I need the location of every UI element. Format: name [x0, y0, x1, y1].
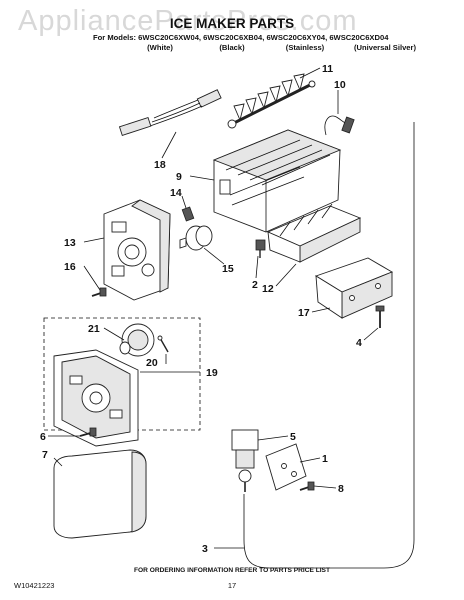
callout-13: 13	[64, 237, 76, 249]
callout-8: 8	[338, 483, 344, 495]
variant-white: (White)	[147, 43, 173, 52]
callout-2: 2	[252, 279, 258, 291]
part-mold-heater	[212, 129, 342, 233]
part-screw-6	[79, 427, 97, 437]
callout-6: 6	[40, 431, 46, 443]
leader-lines	[48, 67, 379, 549]
callout-11: 11	[322, 63, 333, 75]
ordering-note: FOR ORDERING INFORMATION REFER TO PARTS …	[134, 567, 330, 574]
callout-12: 12	[262, 283, 274, 295]
part-cover	[53, 449, 147, 539]
variant-universal-silver: (Universal Silver)	[354, 43, 417, 52]
page-title: ICE MAKER PARTS	[170, 16, 294, 31]
part-motor	[119, 323, 155, 357]
part-control-housing	[103, 199, 171, 301]
part-shutoff-arm	[324, 115, 355, 136]
part-wire-harness	[118, 89, 222, 136]
callout-7: 7	[42, 449, 48, 461]
part-thermostat	[255, 239, 266, 258]
part-ejector	[227, 73, 316, 129]
kit-box	[43, 317, 201, 431]
part-mounting-bracket	[314, 257, 394, 319]
callout-17: 17	[298, 307, 310, 319]
callout-21: 21	[88, 323, 100, 335]
callout-15: 15	[222, 263, 234, 275]
callout-9: 9	[176, 171, 182, 183]
part-ice-stripper	[266, 203, 362, 263]
callout-19: 19	[206, 367, 218, 379]
callout-20: 20	[146, 357, 158, 369]
part-screw-16	[91, 287, 107, 297]
callout-5: 5	[290, 431, 296, 443]
callout-16: 16	[64, 261, 76, 273]
watermark: AppliancePartsPros.com	[18, 5, 358, 37]
callout-10: 10	[334, 79, 346, 91]
part-water-line	[243, 122, 415, 569]
callout-18: 18	[154, 159, 166, 171]
callout-1: 1	[322, 453, 328, 465]
part-coupler	[179, 225, 213, 251]
part-screw-4	[375, 305, 385, 328]
part-valve-bracket	[265, 443, 307, 491]
part-switch-14	[181, 206, 195, 222]
models-line: For Models: 6WSC20C6XW04, 6WSC20C6XB04, …	[93, 33, 389, 42]
callout-14: 14	[170, 187, 182, 199]
callout-3: 3	[202, 543, 208, 555]
part-screw-8	[299, 481, 315, 491]
part-pin-20	[157, 335, 169, 353]
callout-4: 4	[356, 337, 362, 349]
variant-stainless: (Stainless)	[286, 43, 325, 52]
page-number: 17	[228, 581, 236, 590]
part-control-board	[53, 349, 139, 447]
variant-black: (Black)	[219, 43, 245, 52]
doc-number: W10421223	[14, 581, 54, 590]
part-water-valve	[231, 429, 259, 492]
